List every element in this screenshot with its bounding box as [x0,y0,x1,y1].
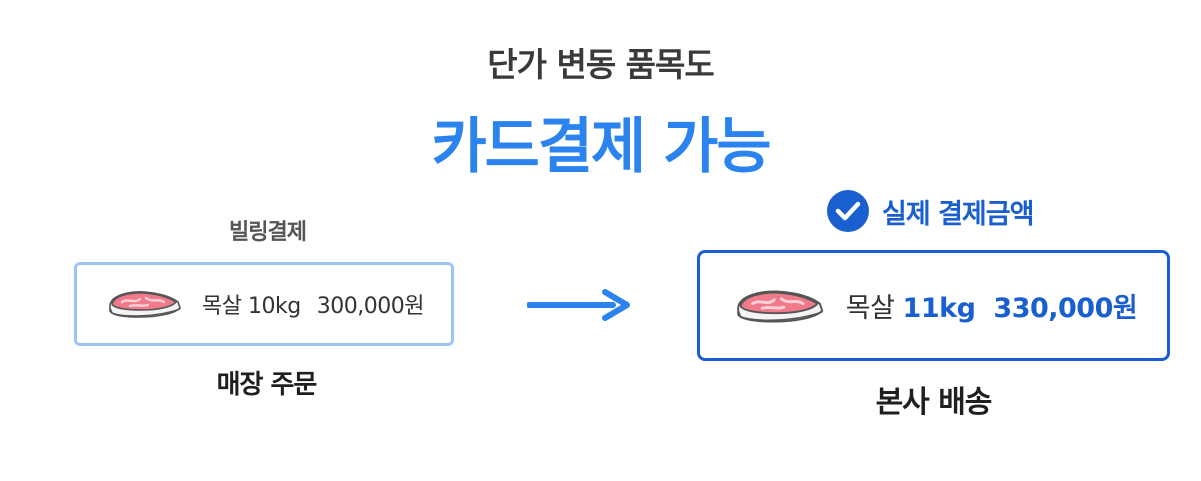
item-name: 목살 [845,293,895,324]
item-price: 300,000원 [316,294,425,319]
store-order-card: 목살 10kg 300,000원 [74,262,454,346]
item-weight: 10kg [248,294,301,319]
actual-payment-label: 실제 결제금액 [882,198,1034,230]
meat-steak-icon [109,291,181,318]
store-order-item-text: 목살 10kg 300,000원 [202,288,424,320]
page-title: 카드결제 가능 [431,112,771,182]
item-price: 330,000원 [993,293,1138,324]
actual-payment-badge: 실제 결제금액 [826,188,1034,234]
check-circle-icon [827,190,869,232]
hq-delivery-item-text: 목살 11kg 330,000원 [845,286,1138,325]
arrow-right-icon [527,289,630,321]
subtitle: 단가 변동 품목도 [487,45,715,84]
hq-delivery-caption: 본사 배송 [875,385,993,420]
meat-steak-icon [737,290,824,323]
store-order-caption: 매장 주문 [216,370,318,400]
item-weight: 11kg [902,293,976,324]
billing-label: 빌링결제 [229,220,307,245]
item-name: 목살 [202,294,242,319]
hq-delivery-card: 목살 11kg 330,000원 [697,250,1170,361]
